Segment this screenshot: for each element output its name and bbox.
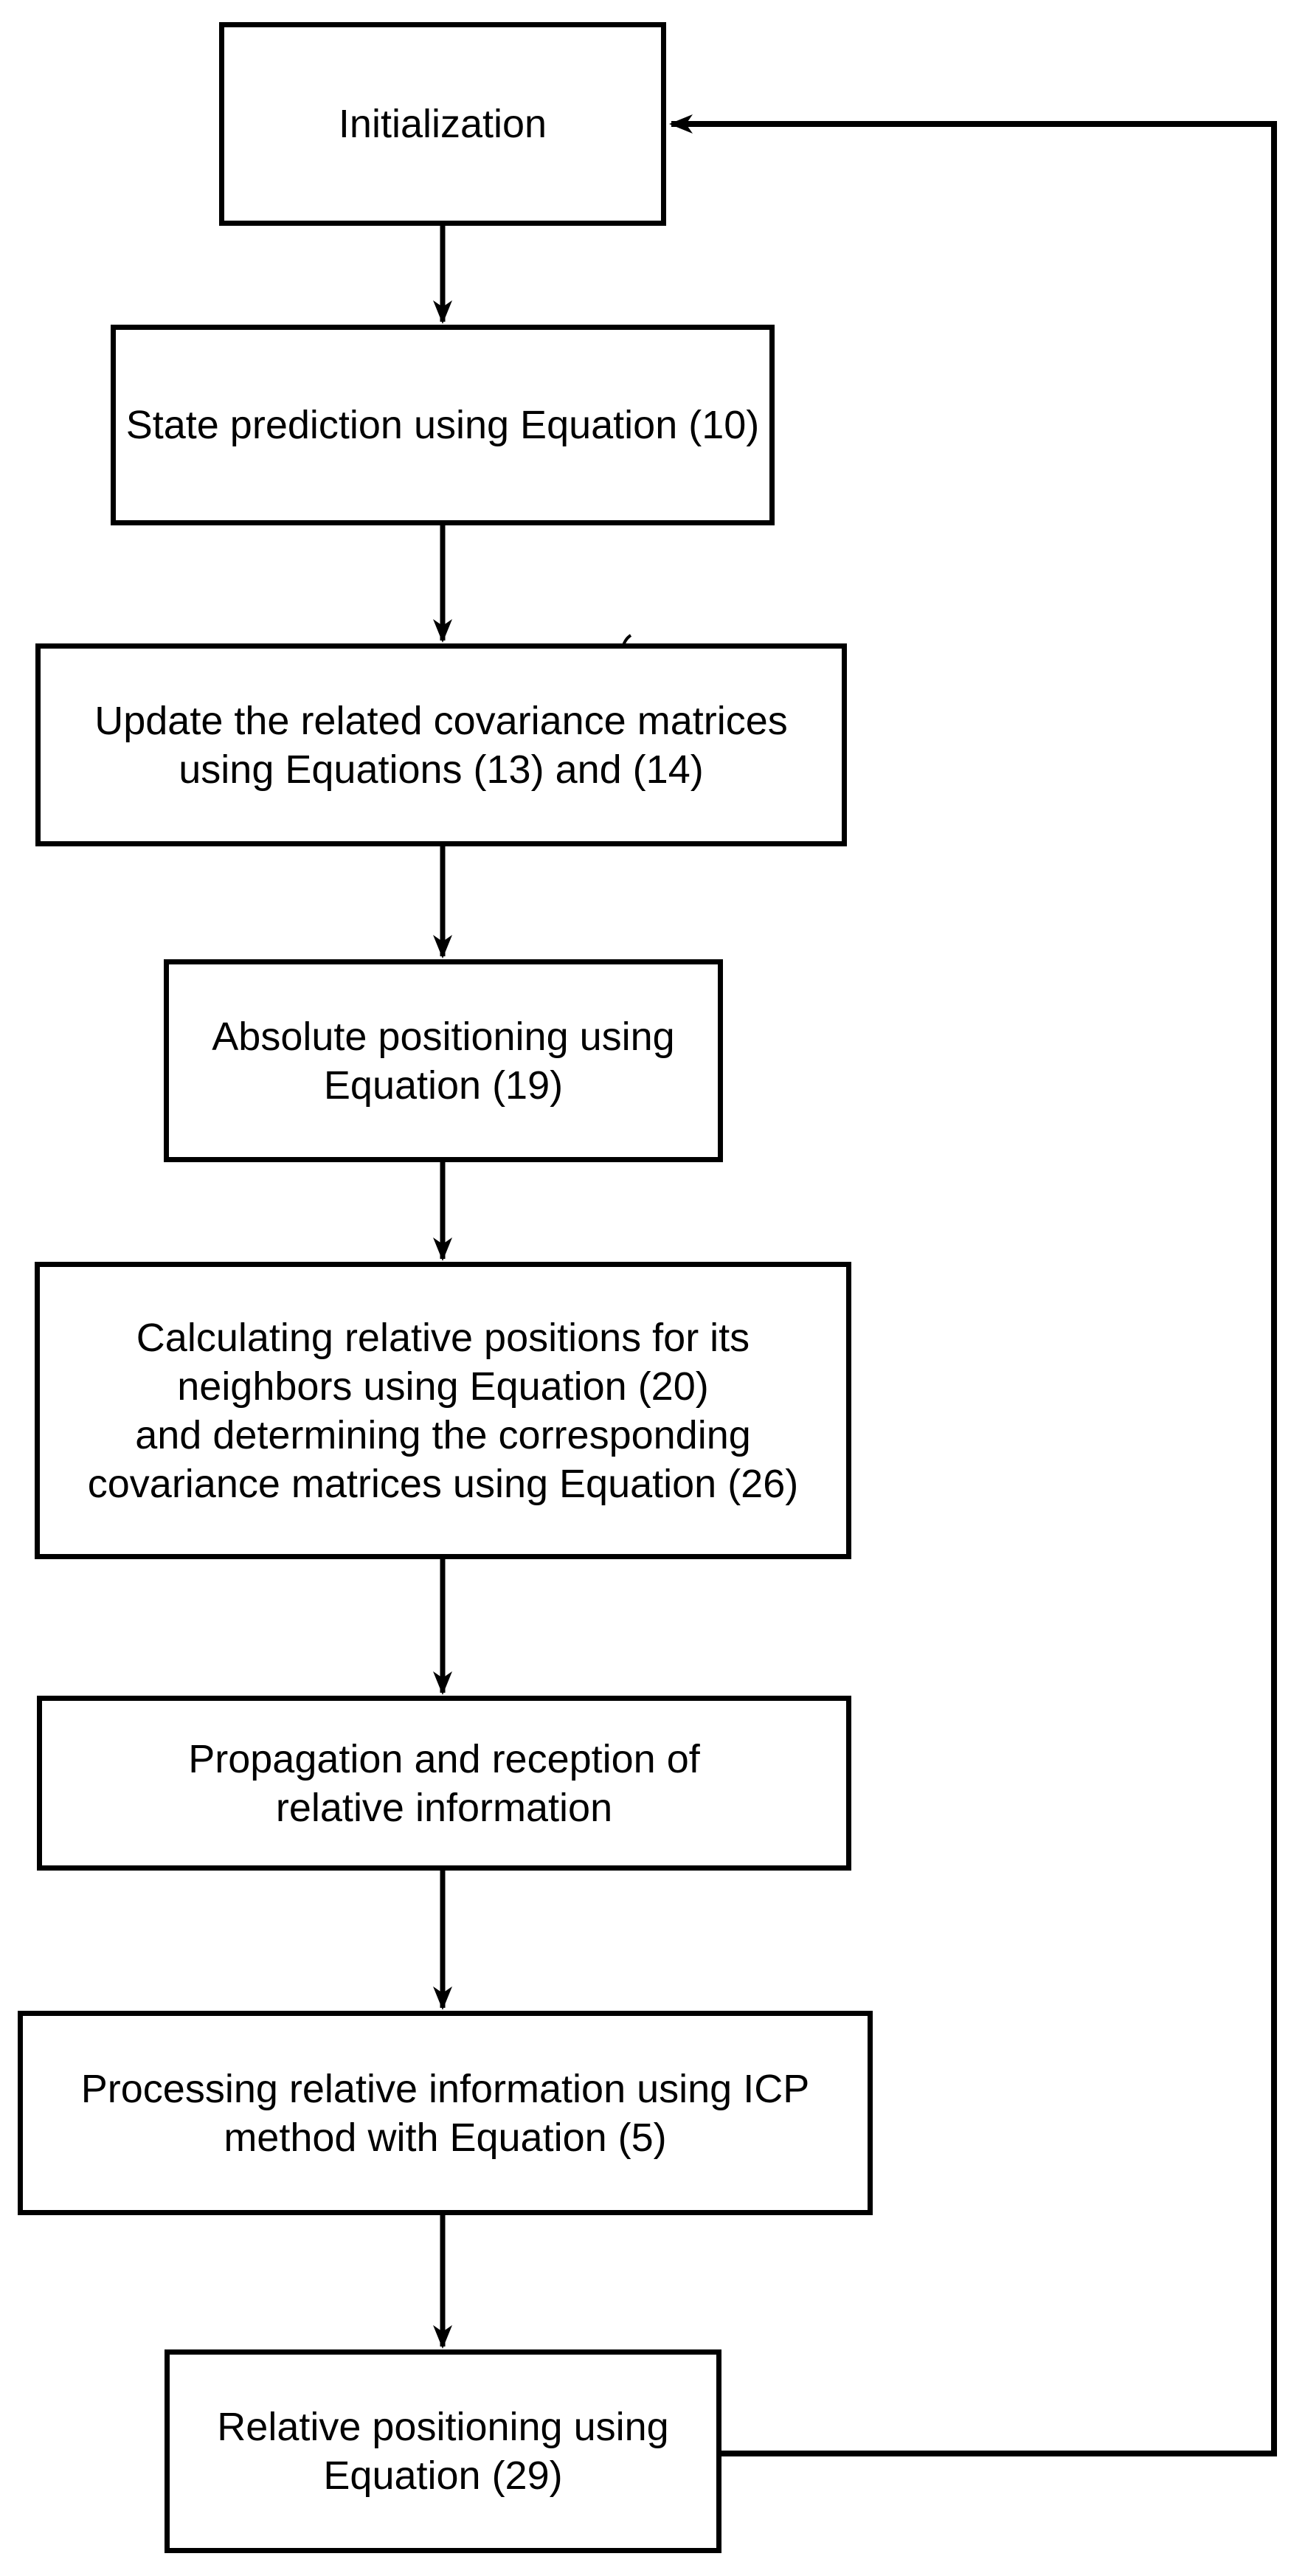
node-label-line: relative information <box>275 1785 613 1830</box>
node-label-line: State prediction using Equation (10) <box>125 403 760 447</box>
flowchart-node-initialization: Initialization <box>219 22 666 226</box>
node-label-line: Equation (19) <box>323 1063 564 1108</box>
feedback-loop-relative-positioning-to-initialization <box>669 114 1277 2456</box>
node-label-line: Initialization <box>338 102 547 146</box>
node-label-line: Relative positioning using <box>217 2405 669 2449</box>
node-label-line: Calculating relative positions for its <box>136 1315 750 1360</box>
node-label-line: Equation (29) <box>323 2454 563 2498</box>
flowchart-node-propagation-reception: Propagation and reception of relative in… <box>37 1696 851 1871</box>
node-label-line: Update the related covariance matrices <box>94 698 788 743</box>
node-label-line: neighbors using Equation (20) <box>177 1364 709 1409</box>
node-label-line: Absolute positioning using <box>212 1014 675 1059</box>
flowchart-node-relative-positioning: Relative positioning using Equation (29) <box>165 2349 721 2553</box>
flowchart-node-state-prediction: State prediction using Equation (10) <box>111 325 775 525</box>
flowchart-node-calculate-relative-positions: Calculating relative positions for its n… <box>35 1262 851 1559</box>
node-label-line: method with Equation (5) <box>224 2115 667 2160</box>
flowchart-node-absolute-positioning: Absolute positioning using Equation (19) <box>164 959 723 1162</box>
node-label-line: covariance matrices using Equation (26) <box>87 1461 799 1506</box>
flowchart-node-processing-relative-information: Processing relative information using IC… <box>18 2011 873 2215</box>
node-label-line: using Equations (13) and (14) <box>179 747 704 792</box>
node-label-line: and determining the corresponding <box>135 1412 751 1457</box>
flowchart-node-update-covariance-matrices: Update the related covariance matrices u… <box>35 643 847 846</box>
node-label-line: Processing relative information using IC… <box>80 2066 810 2111</box>
node-label-line: Propagation and reception of <box>188 1736 700 1781</box>
